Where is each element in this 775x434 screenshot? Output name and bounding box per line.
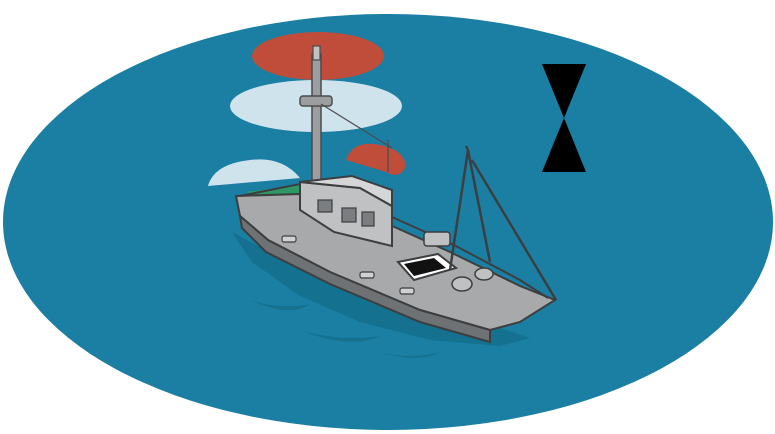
trawler-lights-diagram (0, 0, 775, 434)
